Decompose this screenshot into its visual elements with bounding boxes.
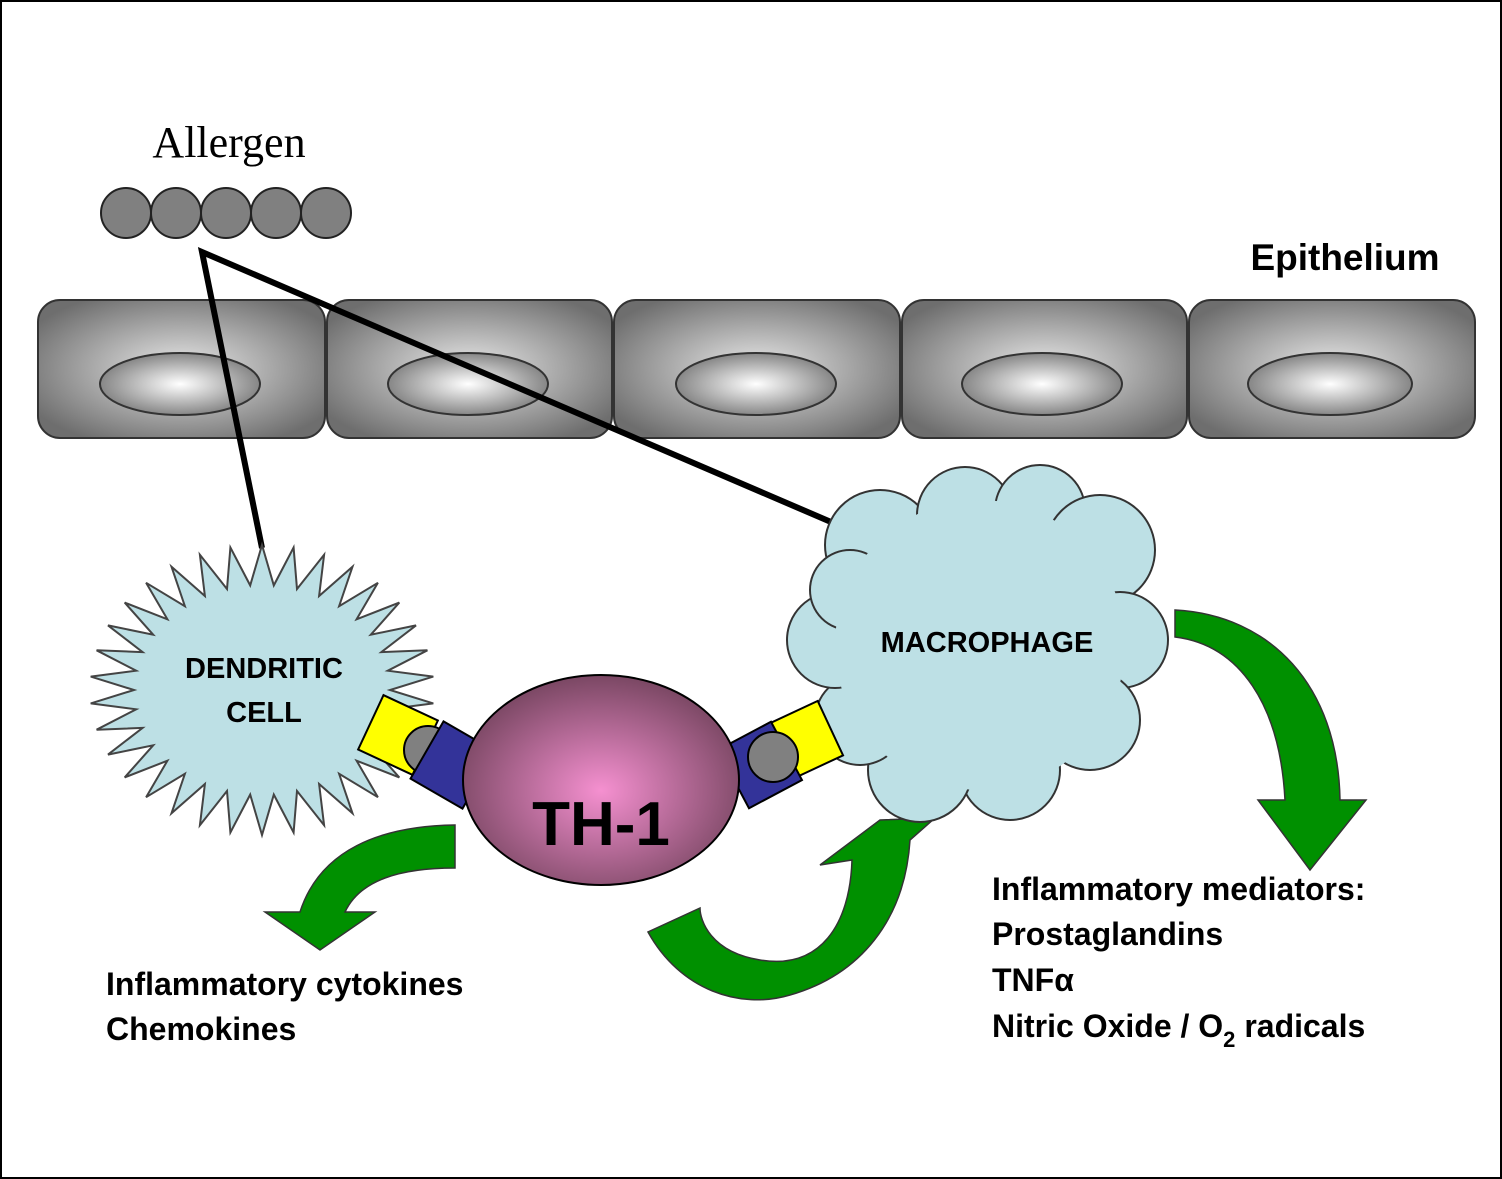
mediator-no-radicals: Nitric Oxide / O2 radicals xyxy=(992,1008,1365,1052)
dendritic-cell xyxy=(90,541,434,839)
allergen-particles xyxy=(100,187,352,239)
epithelium-layer xyxy=(37,299,1476,439)
th1-cell xyxy=(462,674,740,886)
output-chemokines: Chemokines xyxy=(106,1011,296,1047)
macrophage-label: MACROPHAGE xyxy=(881,627,1094,659)
epithelial-cell xyxy=(613,299,901,439)
allergen-uptake-lines xyxy=(197,246,840,549)
th1-label: TH-1 xyxy=(532,790,670,859)
output-cytokines: Inflammatory cytokines xyxy=(106,966,463,1002)
epithelial-cell xyxy=(37,299,326,439)
arrow-to-cytokines xyxy=(262,824,456,951)
mediator-prostaglandins: Prostaglandins xyxy=(992,916,1223,952)
allergen-label: Allergen xyxy=(152,118,305,167)
dendritic-cell-label-line2: CELL xyxy=(226,697,302,729)
mediators-heading: Inflammatory mediators: xyxy=(992,871,1365,907)
epithelial-cell xyxy=(1188,299,1476,439)
antigen xyxy=(747,731,799,783)
arrow-to-mediators xyxy=(1174,609,1368,872)
epithelium-label: Epithelium xyxy=(1250,237,1439,278)
arrow-th1-to-macrophage xyxy=(646,817,938,1001)
epithelial-cell xyxy=(901,299,1188,439)
mediator-tnf: TNFα xyxy=(992,962,1074,998)
dendritic-cell-label-line1: DENDRITIC xyxy=(185,653,343,685)
